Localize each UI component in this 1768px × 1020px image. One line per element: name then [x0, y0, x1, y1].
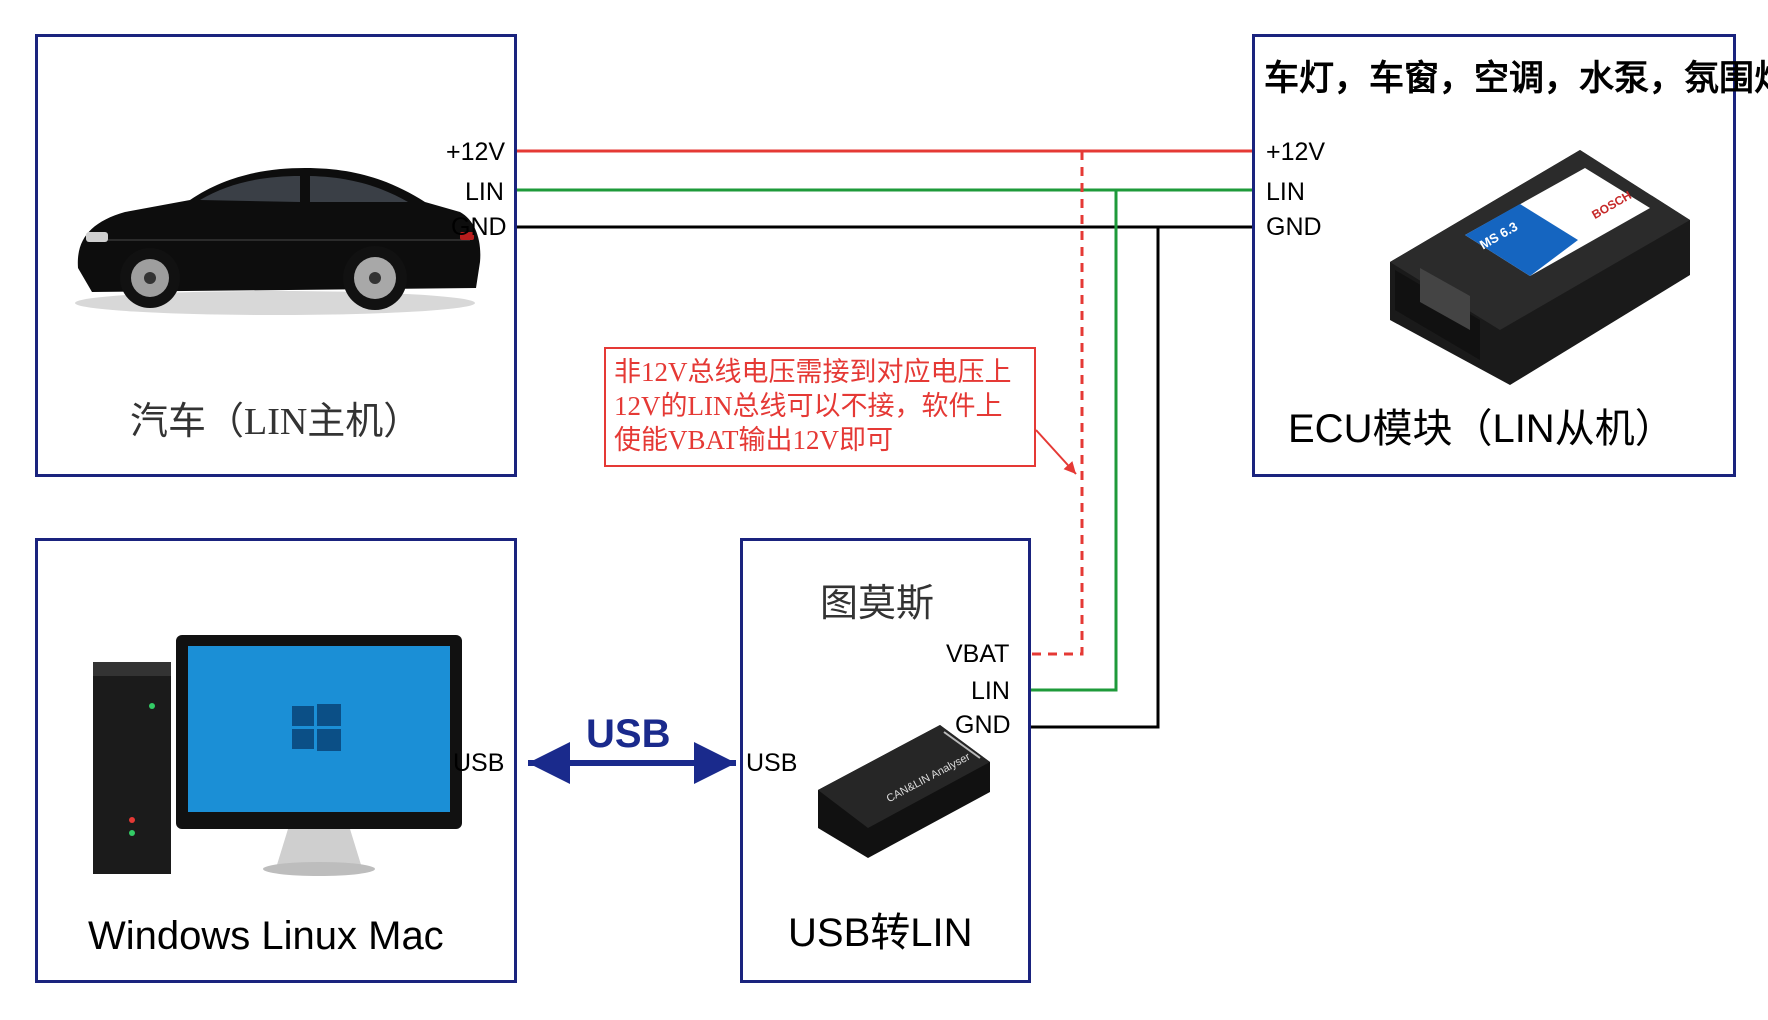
adapter-pin-gnd: GND	[955, 711, 1011, 739]
pc-caption: Windows Linux Mac	[88, 914, 444, 958]
adapter-pin-lin: LIN	[971, 677, 1010, 705]
slave-pin-12v: +12V	[1266, 138, 1326, 166]
adapter-usb-port-label: USB	[746, 749, 798, 777]
host-pin-gnd: GND	[451, 213, 507, 241]
voltage-note: 非12V总线电压需接到对应电压上 12V的LIN总线可以不接，软件上 使能VBA…	[604, 347, 1036, 467]
adapter-title: 图莫斯	[820, 583, 935, 625]
slave-pin-lin: LIN	[1266, 178, 1305, 206]
vbat-dashed-wire	[1031, 151, 1084, 656]
adapter-caption: USB转LIN	[788, 911, 973, 955]
ecu-module-icon	[1390, 150, 1690, 385]
adapter-device-icon	[818, 725, 990, 858]
car-icon	[75, 168, 481, 315]
lin-drop-wire	[1031, 190, 1118, 692]
slave-caption: ECU模块（LIN从机）	[1288, 407, 1675, 451]
pc-tower-icon	[93, 662, 171, 874]
host-pin-12v: +12V	[446, 138, 506, 166]
adapter-pin-vbat: VBAT	[946, 640, 1010, 668]
pc-usb-port-label: USB	[453, 749, 505, 777]
note-line-3: 使能VBAT输出12V即可	[614, 425, 894, 455]
slave-pin-gnd: GND	[1266, 213, 1322, 241]
note-line-1: 非12V总线电压需接到对应电压上	[614, 357, 1012, 387]
host-pin-lin: LIN	[465, 178, 504, 206]
gnd-drop-wire	[1031, 227, 1160, 729]
note-pointer-arrow	[1035, 429, 1077, 475]
monitor-icon	[176, 635, 462, 876]
windows-logo-icon	[292, 704, 341, 751]
note-line-2: 12V的LIN总线可以不接，软件上	[614, 391, 1003, 421]
host-caption: 汽车（LIN主机）	[130, 401, 422, 443]
slave-title: 车灯，车窗，空调，水泵，氛围灯等	[1264, 59, 1768, 98]
usb-link-label: USB	[586, 712, 671, 756]
